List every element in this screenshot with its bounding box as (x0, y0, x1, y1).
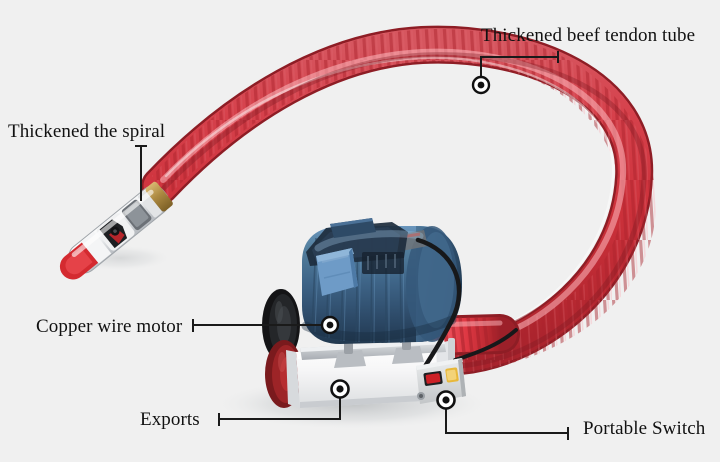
callout-label-exports: Exports (140, 409, 200, 430)
leader-switch (445, 401, 568, 434)
motor-top-cover (330, 218, 376, 238)
callout-label-copper-wire-motor: Copper wire motor (36, 316, 183, 337)
power-cable (415, 237, 518, 371)
leader-exports (219, 390, 341, 420)
marker-motor (320, 315, 340, 335)
portable-switch-box[interactable] (416, 358, 466, 404)
motor-mount-frame (300, 330, 446, 368)
leader-tube (480, 56, 558, 85)
marker-tube (471, 75, 491, 95)
callout-label-thickened-the-spiral: Thickened the spiral (8, 121, 166, 142)
callout-label-thickened-beef-tendon-tube: Thickened beef tendon tube (481, 25, 696, 46)
electric-motor (301, 218, 462, 344)
spiral-nozzle-wand (59, 181, 173, 280)
junction-box (316, 248, 358, 296)
marker-exports (330, 379, 350, 399)
callout-markers (320, 75, 491, 410)
callout-leaders (135, 51, 569, 440)
marker-switch (436, 390, 456, 410)
callout-label-portable-switch: Portable Switch (583, 418, 706, 439)
